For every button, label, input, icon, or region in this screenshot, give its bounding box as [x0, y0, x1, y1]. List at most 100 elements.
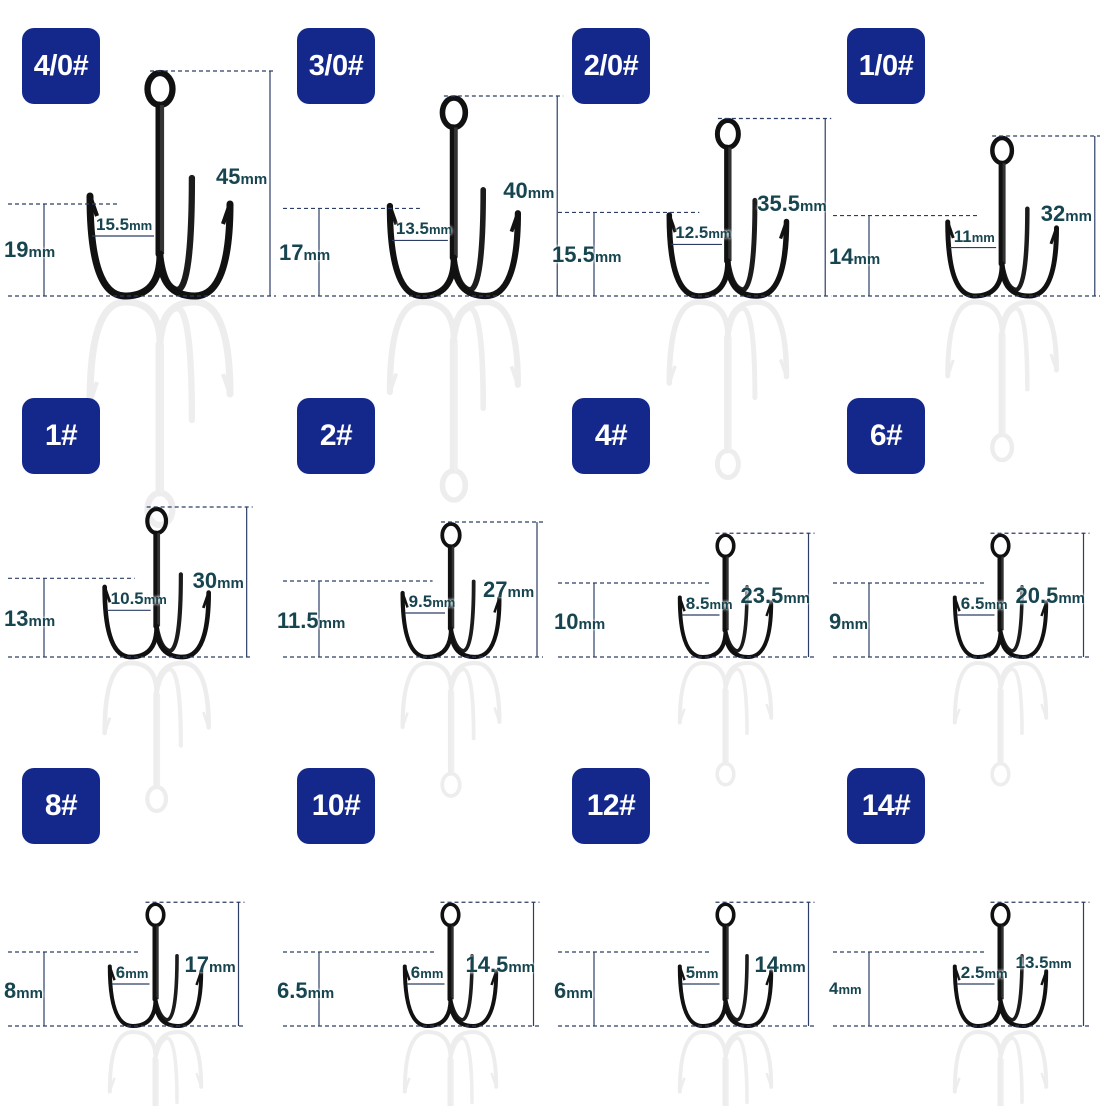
barb-height-label-value: 14: [829, 244, 854, 270]
total-length-label-value: 13.5: [1015, 953, 1049, 973]
dimension-lines: [8, 506, 253, 658]
gap-width-label: 11mm: [954, 228, 995, 246]
total-length-label-unit: mm: [1048, 956, 1072, 972]
hook-reflection: [107, 1029, 204, 1106]
total-length-label: 23.5mm: [741, 585, 811, 607]
gap-width-label-unit: mm: [971, 229, 995, 245]
gap-width-label-value: 6.5: [960, 594, 985, 613]
gap-width-label: 12.5mm: [675, 224, 731, 242]
total-length-label-value: 14: [754, 952, 779, 978]
total-length-label-unit: mm: [208, 959, 236, 977]
size-badge: 12#: [572, 768, 650, 844]
gap-width-label-unit: mm: [420, 966, 444, 981]
total-length-label-value: 32: [1040, 201, 1066, 227]
barb-height-label: 6mm: [554, 980, 593, 1002]
barb-height-label-unit: mm: [578, 616, 606, 634]
dimension-lines: [558, 532, 815, 658]
treble-hook-drawing: [283, 95, 564, 503]
treble-hook-drawing: [558, 901, 815, 1106]
barb-height-label: 15.5mm: [552, 244, 622, 266]
gap-width-label: 13.5mm: [396, 220, 452, 238]
barb-height-label: 10mm: [554, 611, 605, 633]
hook-reflection: [666, 299, 790, 480]
barb-height-label-value: 11.5: [277, 607, 319, 633]
dimension-lines: [283, 901, 540, 1027]
gap-width-label-value: 15.5: [96, 215, 130, 234]
barb-height-label: 17mm: [279, 241, 331, 264]
total-length-label: 45mm: [216, 165, 267, 188]
size-badge: 2/0#: [572, 28, 650, 104]
barb-height-label-value: 9: [829, 609, 842, 635]
gap-width-label-unit: mm: [695, 966, 719, 981]
dimension-lines: [8, 901, 245, 1027]
total-length-label-unit: mm: [1058, 590, 1086, 608]
total-length-label-unit: mm: [527, 185, 555, 202]
barb-height-label: 19mm: [4, 236, 55, 262]
hook-reflection: [945, 299, 1059, 463]
hook-reflection: [86, 298, 234, 529]
total-length-label: 13.5mm: [1016, 954, 1072, 972]
gap-width-label-value: 2.5: [960, 963, 985, 982]
total-length-label: 32mm: [1041, 203, 1092, 225]
barb-height-label-value: 4: [829, 979, 839, 999]
gap-width-label-value: 8.5: [685, 594, 710, 613]
gap-width-label-value: 13.5: [395, 219, 429, 239]
barb-height-label-value: 6: [554, 978, 567, 1004]
total-length-label-value: 30: [192, 568, 218, 593]
size-badge: 2#: [297, 398, 375, 474]
barb-height-label-unit: mm: [841, 616, 868, 634]
total-length-label-unit: mm: [778, 959, 806, 977]
total-length-label-unit: mm: [217, 575, 244, 592]
hook-reflection: [952, 660, 1049, 787]
hook-reflection: [677, 1029, 774, 1106]
treble-hook-drawing: [833, 532, 1090, 787]
hook-icon: [677, 902, 774, 1029]
total-length-label-value: 20.5: [1015, 583, 1059, 609]
hook-icon: [402, 902, 499, 1029]
gap-width-label-unit: mm: [984, 597, 1008, 612]
barb-height-label-value: 13: [4, 606, 29, 632]
total-length-label-value: 23.5: [740, 583, 784, 609]
total-length-label-value: 27: [483, 576, 508, 602]
gap-width-label: 6mm: [411, 964, 444, 982]
barb-height-label-value: 10: [554, 609, 579, 635]
barb-height-label-unit: mm: [28, 613, 56, 631]
gap-width-label-unit: mm: [432, 595, 456, 610]
barb-height-label: 14mm: [829, 246, 880, 268]
treble-hook-drawing: [283, 521, 543, 798]
hook-icon: [86, 69, 234, 300]
total-length-label-value: 35.5: [757, 191, 801, 217]
barb-height-label: 8mm: [4, 980, 43, 1002]
size-badge: 4#: [572, 398, 650, 474]
gap-width-label-unit: mm: [709, 597, 733, 612]
treble-hook-drawing: [8, 901, 245, 1106]
dimension-lines: [833, 532, 1090, 658]
barb-height-label-value: 15.5: [552, 242, 595, 268]
barb-height-label: 4mm: [829, 980, 862, 998]
barb-height-label-unit: mm: [303, 246, 331, 264]
dimension-lines: [558, 901, 815, 1027]
size-badge: 4/0#: [22, 28, 100, 104]
barb-height-label-unit: mm: [566, 985, 593, 1003]
gap-width-label-unit: mm: [143, 592, 167, 608]
barb-height-label-value: 8: [4, 978, 17, 1004]
hook-reflection: [402, 1029, 499, 1106]
total-length-label: 30mm: [193, 570, 244, 592]
total-length-label-unit: mm: [1065, 208, 1092, 226]
total-length-label: 14.5mm: [466, 954, 536, 976]
gap-width-label: 6mm: [116, 964, 149, 982]
hook-reflection: [952, 1029, 1049, 1106]
gap-width-label-value: 10.5: [110, 589, 144, 609]
gap-width-label-unit: mm: [125, 966, 149, 981]
total-length-label: 40mm: [503, 180, 554, 202]
barb-height-label-value: 19: [4, 236, 29, 262]
gap-width-label: 10.5mm: [111, 590, 167, 608]
hook-reflection: [677, 660, 774, 787]
gap-width-label-unit: mm: [984, 966, 1008, 981]
